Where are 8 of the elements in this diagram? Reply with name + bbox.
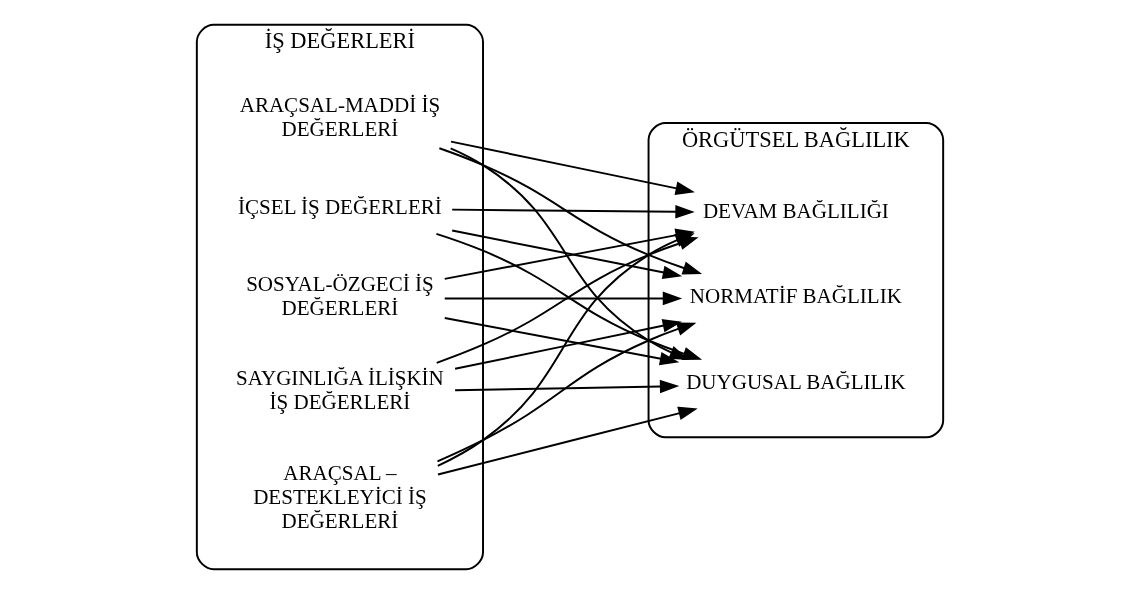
node-text: SAYGINLIĞA İLİŞKİN İŞ DEĞERLERİ bbox=[235, 366, 444, 415]
node-text: NORMATİF BAĞLILIK bbox=[689, 284, 902, 309]
node-text: İÇSEL İŞ DEĞERLERİ bbox=[237, 194, 442, 219]
node-text: DUYGUSAL BAĞLILIK bbox=[685, 369, 906, 394]
node-text: ARAÇSAL – DESTEKLEYİCİ İŞ DEĞERLERİ bbox=[252, 461, 427, 533]
node-text: DEVAM BAĞLILIĞI bbox=[702, 198, 889, 223]
node-text: SOSYAL-ÖZGECİ İŞ DEĞERLERİ bbox=[245, 272, 434, 321]
node-text: ARAÇSAL-MADDİ İŞ DEĞERLERİ bbox=[239, 92, 440, 141]
